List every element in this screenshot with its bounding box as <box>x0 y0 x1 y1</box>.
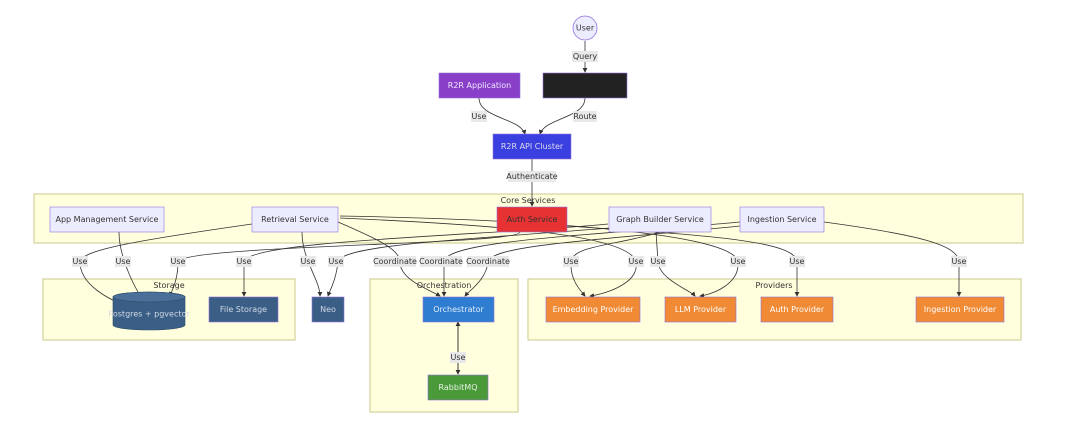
node-auth-provider-label: Auth Provider <box>770 305 825 314</box>
node-postgres-label: Postgres + pgvector <box>108 310 190 319</box>
node-llm-provider: LLM Provider <box>664 296 737 323</box>
node-auth-service: Auth Service <box>496 206 568 233</box>
node-api-cluster-label: R2R API Cluster <box>501 142 564 151</box>
node-app-management-label: App Management Service <box>56 215 159 224</box>
cluster-core-services-title: Core Services <box>501 196 556 205</box>
node-orchestrator-label: Orchestrator <box>433 305 484 314</box>
edge-label-use-7: Use <box>564 257 579 266</box>
node-app-management-service: App Management Service <box>49 206 165 233</box>
node-rabbitmq: RabbitMQ <box>427 374 489 401</box>
node-api-cluster: R2R API Cluster <box>492 133 572 160</box>
node-file-storage: File Storage <box>208 296 279 323</box>
node-auth-service-label: Auth Service <box>507 215 558 224</box>
edge-label-use-12: Use <box>952 257 967 266</box>
edge-label-coordinate-3: Coordinate <box>466 257 510 266</box>
node-embedding-provider-label: Embedding Provider <box>553 305 635 314</box>
node-retrieval-label: Retrieval Service <box>261 215 329 224</box>
edge-app-api <box>478 97 527 135</box>
edge-label-use-3: Use <box>171 257 186 266</box>
edge-retrieval-embedding <box>339 217 637 298</box>
node-embedding-provider: Embedding Provider <box>545 296 641 323</box>
edge-label-route: Route <box>573 112 596 121</box>
edge-retrieval-neo <box>301 231 323 297</box>
edge-auth-postgres <box>168 231 521 297</box>
node-ingestion-provider: Ingestion Provider <box>915 296 1005 323</box>
cluster-providers-title: Providers <box>755 281 792 290</box>
edge-label-use-5: Use <box>301 257 316 266</box>
edge-label-use-8: Use <box>629 257 644 266</box>
node-r2r-application-label: R2R Application <box>448 81 511 90</box>
node-postgres-pgvector: Postgres + pgvector <box>108 291 190 331</box>
node-llm-provider-label: LLM Provider <box>675 305 727 314</box>
node-graph-builder-service: Graph Builder Service <box>608 206 712 233</box>
node-auth-provider: Auth Provider <box>760 296 834 323</box>
edge-label-authenticate: Authenticate <box>506 172 558 181</box>
edge-label-use-4: Use <box>237 257 252 266</box>
node-graph-builder-label: Graph Builder Service <box>616 215 704 224</box>
node-r2r-application: R2R Application <box>438 72 521 99</box>
node-neo-label: Neo <box>320 305 336 314</box>
edge-labels: Query Use Route Authenticate Use Use Use… <box>72 51 967 363</box>
edge-label-query: Query <box>573 52 598 61</box>
edge-label-use-app: Use <box>472 112 487 121</box>
edge-label-use-6: Use <box>329 257 344 266</box>
node-retrieval-service: Retrieval Service <box>251 206 339 233</box>
edge-label-use-queue: Use <box>451 353 466 362</box>
edge-label-use-9: Use <box>651 257 666 266</box>
node-ingestion-service-label: Ingestion Service <box>747 215 816 224</box>
node-file-storage-label: File Storage <box>220 305 267 314</box>
edge-label-use-10: Use <box>731 257 746 266</box>
edge-label-coordinate-2: Coordinate <box>419 257 463 266</box>
node-ingestion-provider-label: Ingestion Provider <box>924 305 997 314</box>
node-ingestion-service: Ingestion Service <box>739 206 825 233</box>
node-neo: Neo <box>311 296 345 323</box>
edge-graph-neo <box>326 227 611 297</box>
edge-label-use-2: Use <box>116 257 131 266</box>
node-orchestrator: Orchestrator <box>422 296 495 323</box>
edge-label-coordinate-1: Coordinate <box>373 257 417 266</box>
node-user: User <box>572 15 598 41</box>
node-rabbitmq-label: RabbitMQ <box>439 383 478 392</box>
node-user-label: User <box>576 24 595 33</box>
cluster-storage-title: Storage <box>153 281 184 290</box>
edge-label-use-1: Use <box>73 257 88 266</box>
edge-lb-api <box>538 97 586 135</box>
edge-retrieval-llm <box>339 215 739 298</box>
node-load-balancer <box>542 72 628 99</box>
edge-label-use-11: Use <box>790 257 805 266</box>
